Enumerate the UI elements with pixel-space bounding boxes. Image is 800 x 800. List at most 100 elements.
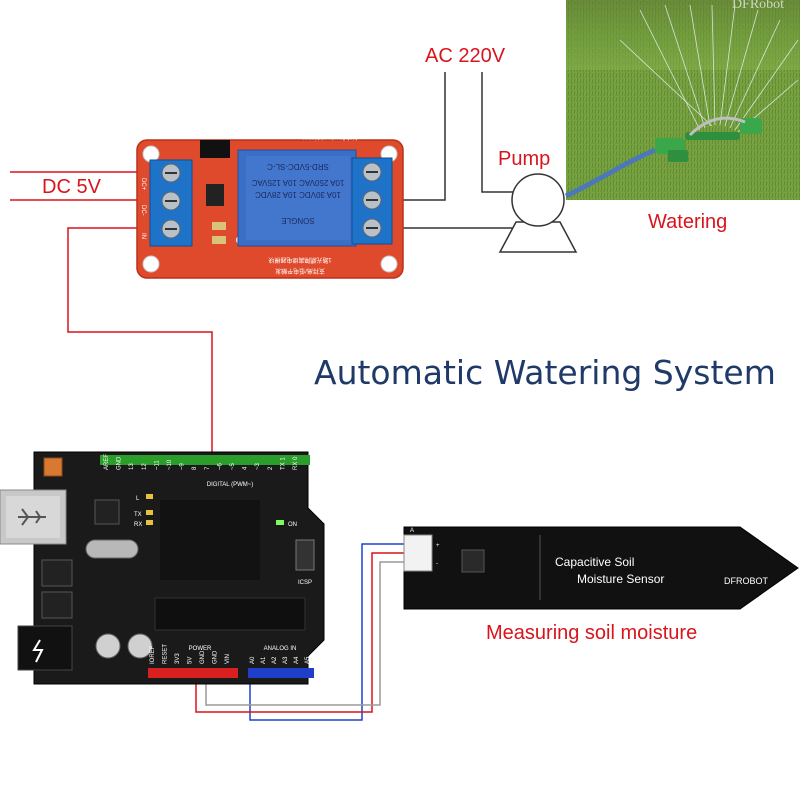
relay-rating-2: 10A 30VDC 10A 28VDC xyxy=(255,190,341,199)
pin-label: 2 xyxy=(268,466,274,470)
pin-label: 4 xyxy=(243,466,249,470)
pin-label: TX 1 xyxy=(280,457,286,470)
pin-label: GND xyxy=(117,456,123,470)
sensor-vcc-wire xyxy=(195,552,405,713)
dc-terminal-block[interactable] xyxy=(149,159,193,247)
power-header xyxy=(148,668,238,678)
reset-button[interactable] xyxy=(43,457,63,477)
ac-neutral-wire xyxy=(481,72,518,193)
led-label-l: L xyxy=(136,496,140,502)
capacitor xyxy=(127,633,153,659)
ac-supply-label: AC 220V xyxy=(425,45,506,67)
sensor-pin-plus: + xyxy=(436,543,440,549)
pin-label: A2 xyxy=(272,656,278,664)
pin-label: 13 xyxy=(129,463,135,470)
sensor-chip xyxy=(461,549,485,573)
photo-watermark: DFRobot xyxy=(732,0,784,12)
sensor-pin-a: A xyxy=(410,528,414,534)
on-led-label: ON xyxy=(288,522,297,528)
analog-pin-labels: A0 A1 A2 A3 A4 A5 xyxy=(250,656,311,664)
capacitor xyxy=(95,633,121,659)
relay-top-silk: high/low level trigger xyxy=(303,134,358,140)
sensor-brand: DFROBOT xyxy=(724,576,769,586)
pin-label: ~9 xyxy=(180,462,186,470)
voltage-regulator xyxy=(41,559,73,587)
pin-label: 8 xyxy=(192,466,198,470)
analog-header-label: ANALOG IN xyxy=(264,646,297,652)
on-led xyxy=(276,520,284,525)
relay-part-number: SRD-5VDC-SL-C xyxy=(267,162,329,171)
icsp-header xyxy=(295,539,315,571)
relay-bottom-silk-2: 支持高/低电平触发 xyxy=(275,267,325,275)
pin-label: 5V xyxy=(188,657,194,664)
pin-label: GND xyxy=(200,650,206,664)
soil-moisture-sensor: Capacitive Soil Moisture Sensor DFROBOT … xyxy=(403,526,799,610)
sensor-signal-wire xyxy=(249,543,405,721)
pin-label: RX 0 xyxy=(293,456,299,470)
relay-bottom-silk-1: 1路光耦隔离继电器模块 xyxy=(268,256,331,264)
digital-header-label: DIGITAL (PWM~) xyxy=(207,482,254,488)
usb-icon xyxy=(18,508,46,526)
pin-in: IN xyxy=(140,233,146,239)
voltage-regulator xyxy=(41,591,73,619)
pin-label: A4 xyxy=(294,656,300,664)
optocoupler xyxy=(206,184,224,206)
power-jack[interactable] xyxy=(17,625,73,671)
pin-label: 7 xyxy=(205,466,211,470)
icsp-label: ICSP xyxy=(298,580,312,586)
pin-label: A5 xyxy=(305,656,311,664)
led-tx xyxy=(146,510,153,515)
analog-header xyxy=(248,668,314,678)
power-header-label: POWER xyxy=(189,646,212,652)
ac-terminal-block[interactable] xyxy=(351,157,393,245)
pump-body xyxy=(511,173,565,227)
relay-brand: SONGLE xyxy=(281,216,314,225)
usb-port[interactable] xyxy=(0,489,67,545)
ac-live-wire xyxy=(392,72,446,201)
pin-label: IOREF xyxy=(150,645,156,664)
pin-label: A0 xyxy=(250,656,256,664)
sensor-caption: Measuring soil moisture xyxy=(486,622,697,644)
crystal xyxy=(85,539,139,559)
pin-label: 12 xyxy=(142,463,148,470)
led-label-rx: RX xyxy=(134,522,142,528)
board-center xyxy=(160,500,260,580)
garden-hose xyxy=(564,147,656,199)
pin-label: ~5 xyxy=(230,462,236,470)
sprinkler xyxy=(655,116,762,162)
pump xyxy=(498,173,578,253)
pin-label: AREF xyxy=(104,454,110,470)
watering-photo: DFRobot xyxy=(564,0,800,200)
pin-label: RESET xyxy=(163,644,169,664)
atmega-chip xyxy=(154,597,306,631)
resistor xyxy=(212,222,226,230)
sensor-connector[interactable] xyxy=(403,534,433,572)
pin-label: ~11 xyxy=(154,460,160,470)
resistor xyxy=(212,236,226,244)
led-label-tx: TX xyxy=(134,512,142,518)
diagram-title: Automatic Watering System xyxy=(314,353,776,392)
pump-base xyxy=(498,221,578,253)
pin-label: A1 xyxy=(261,656,267,664)
watering-label: Watering xyxy=(648,211,727,233)
signal-wire xyxy=(67,227,213,456)
usb-chip xyxy=(94,499,120,525)
pin-label: GND xyxy=(213,650,219,664)
lightning-icon xyxy=(32,639,44,663)
sensor-line-1: Capacitive Soil xyxy=(555,555,634,569)
pin-dc-minus: DC- xyxy=(140,205,146,216)
pin-label: 3V3 xyxy=(175,653,181,664)
pin-dc-plus: DC+ xyxy=(140,178,146,191)
relay-body: SRD-5VDC-SL-C 10A 250VAC 10A 125VAC 10A … xyxy=(237,149,357,247)
arduino-board: DIGITAL (PWM~) ICSP ON L TX RX POWER ANA… xyxy=(0,451,325,685)
pin-label: A3 xyxy=(283,656,289,664)
pin-label: ~3 xyxy=(255,462,261,470)
pin-label: ~6 xyxy=(217,462,223,470)
led-l xyxy=(146,494,153,499)
sensor-pin-minus: - xyxy=(436,561,438,567)
trigger-jumper[interactable] xyxy=(200,140,230,158)
water-spray xyxy=(619,4,799,133)
